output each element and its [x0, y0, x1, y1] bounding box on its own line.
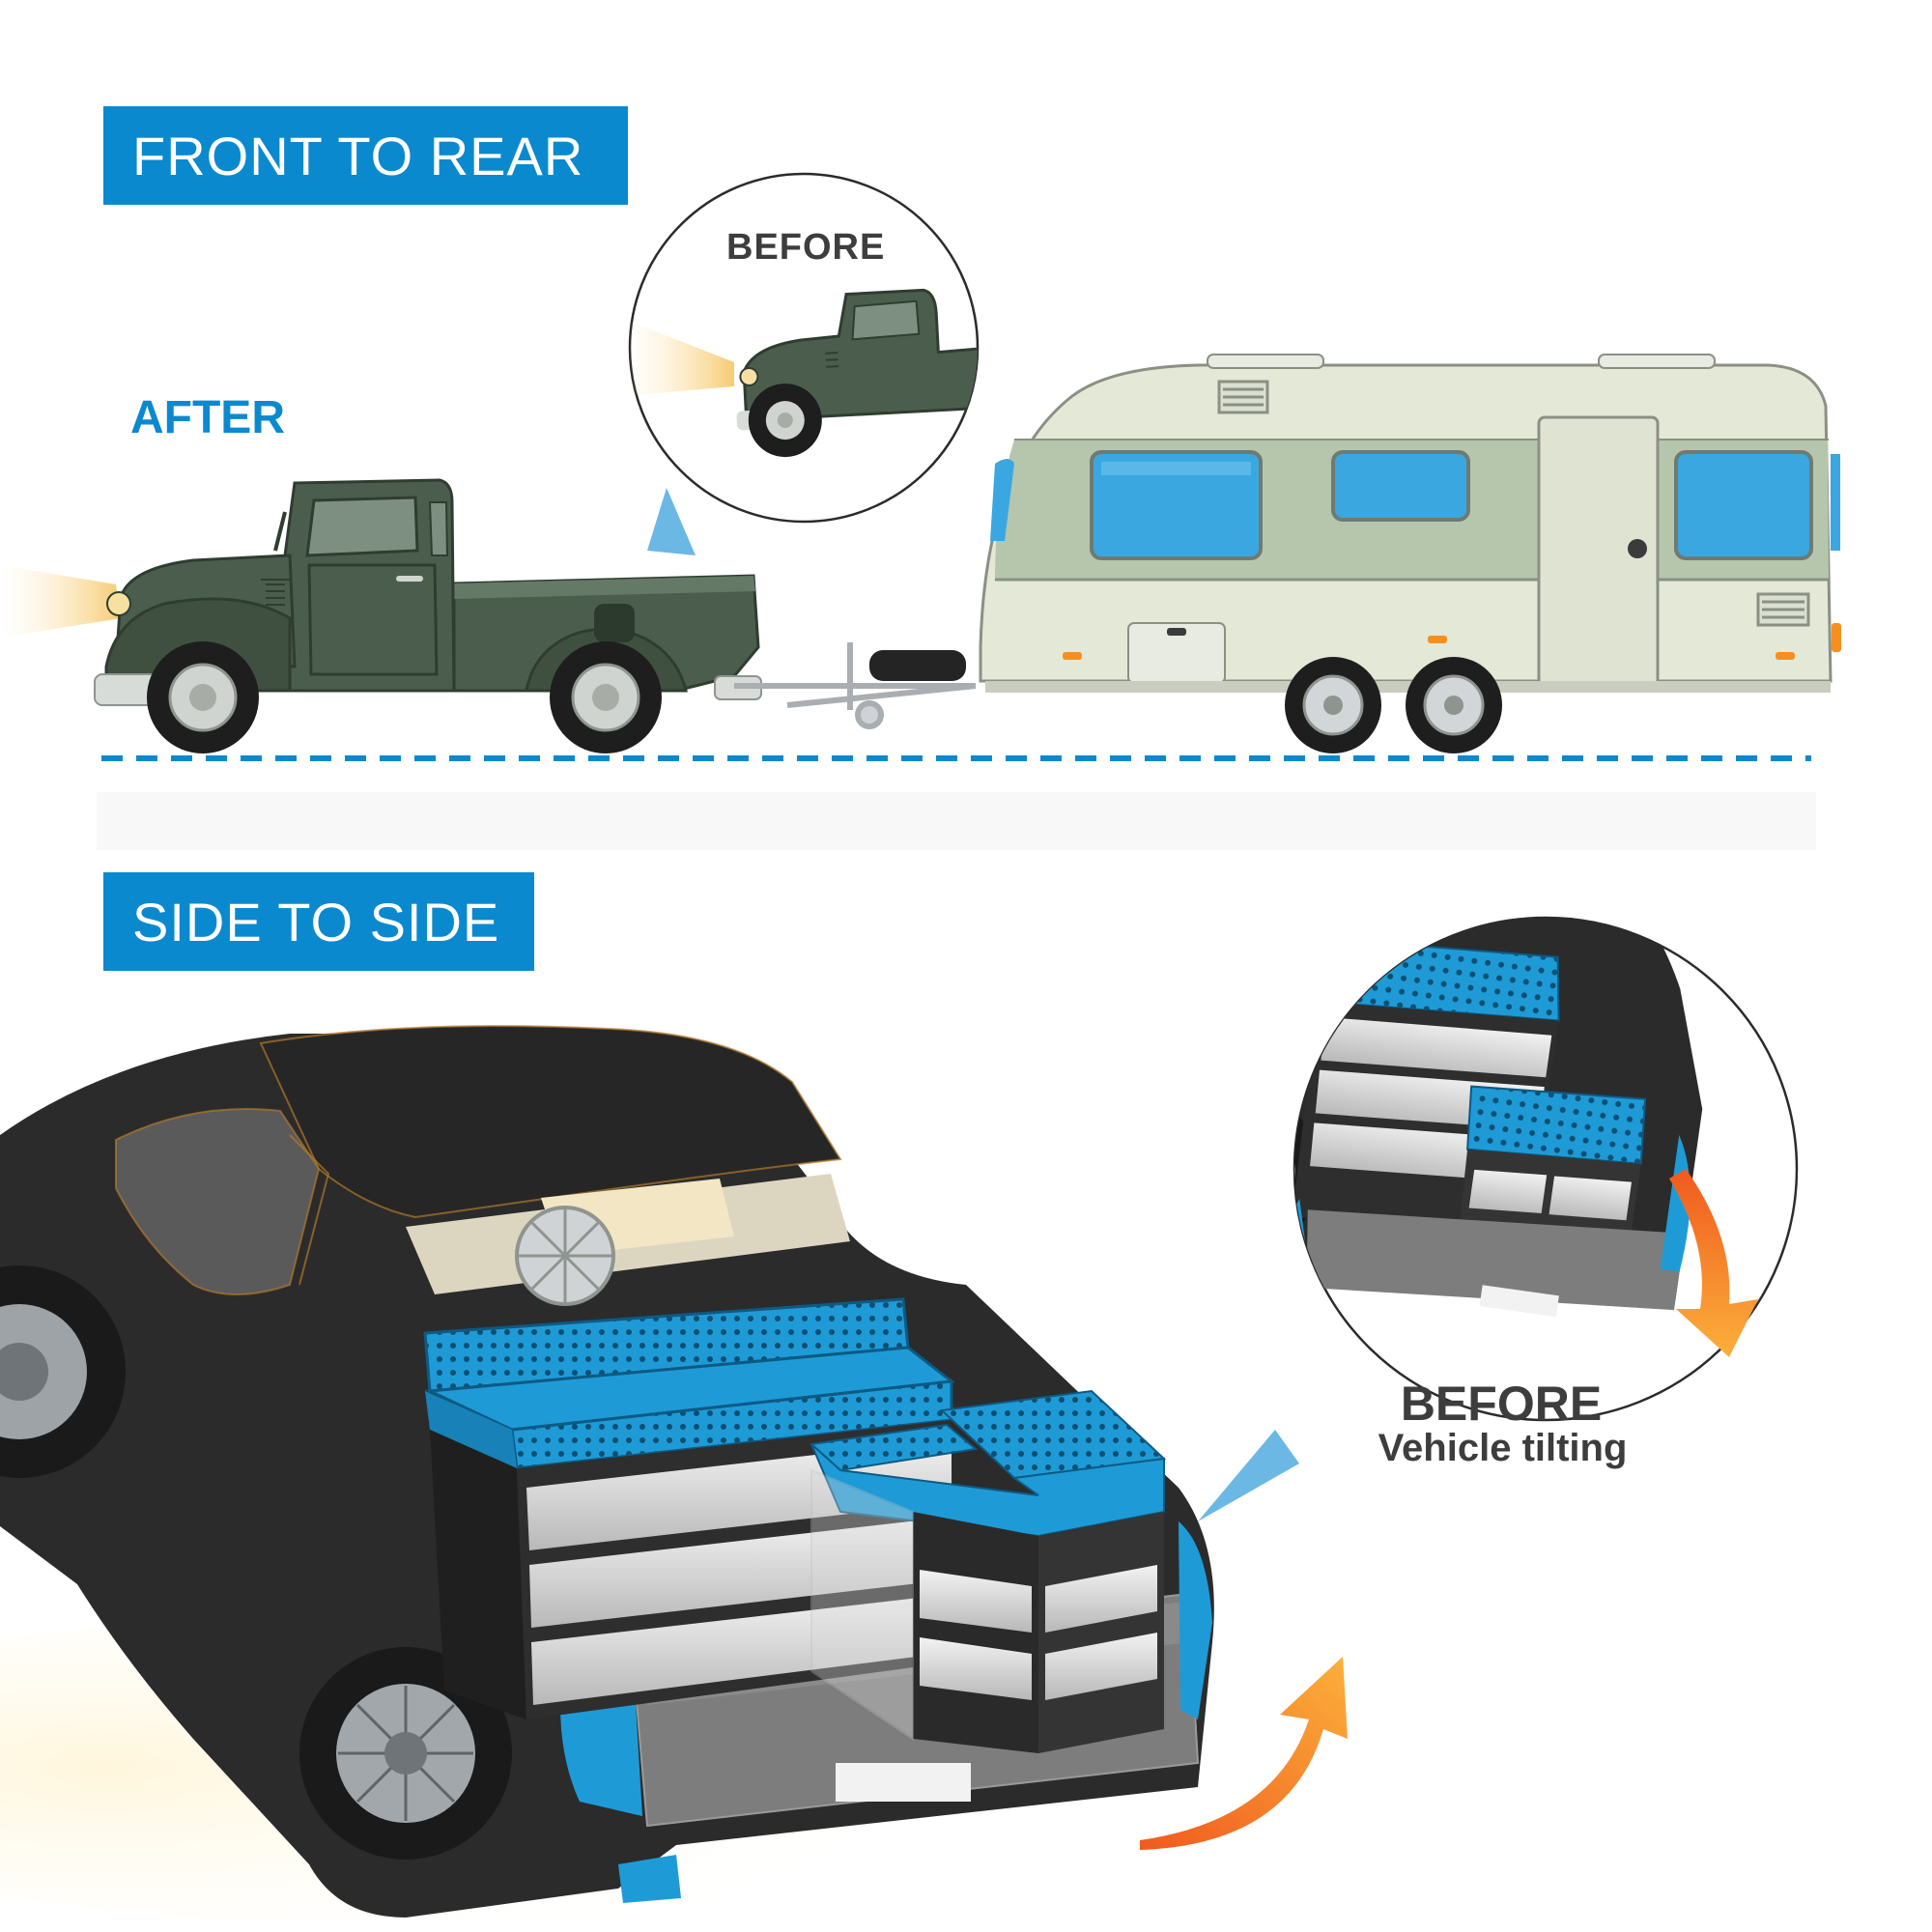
after-label: AFTER: [130, 392, 285, 443]
section-label-side-to-side: SIDE TO SIDE: [103, 872, 534, 971]
pickup-truck-side: [0, 1025, 1214, 1918]
trailer-window-3: [1674, 450, 1813, 560]
before-label-top: BEFORE: [726, 227, 886, 268]
tilt-correction-arrow: [1140, 1657, 1348, 1850]
section-label-front-to-rear: FRONT TO REAR: [103, 106, 628, 205]
trailer-window-1: [1090, 450, 1263, 560]
before-inset-top: [628, 172, 980, 555]
vehicle-tilting-caption: Vehicle tilting: [1378, 1427, 1628, 1469]
spare-tire: [869, 650, 966, 681]
caravan-trailer: [979, 354, 1841, 753]
pickup-truck-after: [94, 478, 762, 753]
trailer-hitch: [734, 642, 977, 729]
headlight-beam: [0, 565, 121, 638]
trailer-window-2: [1331, 450, 1470, 522]
before-label-side: BEFORE: [1400, 1377, 1603, 1431]
tilt-arrow-inset: [1669, 1169, 1758, 1357]
